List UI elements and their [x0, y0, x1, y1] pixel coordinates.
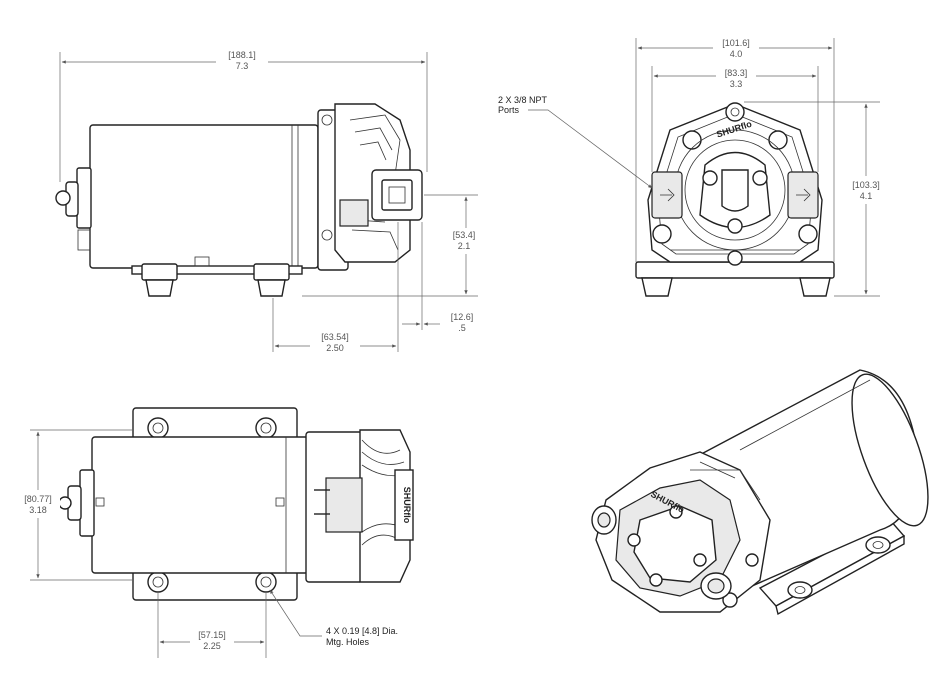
- port-offset-imperial: .5: [458, 323, 466, 333]
- iso-pump-head: SHURflo: [591, 451, 771, 613]
- front-view: SHURflo [101.6] 4.0 [83.3] 3.3 [10: [498, 36, 888, 297]
- dim-port-height: [53.4] 2.1: [302, 194, 484, 297]
- dim-overall-length: [188.1] 7.3: [59, 48, 428, 182]
- port-spacing-imperial: 3.3: [730, 79, 743, 89]
- pump-head: [317, 103, 423, 271]
- dim-hole-to-port: [63.54] 2.50: [272, 222, 399, 354]
- ports-note-line1: 2 X 3/8 NPT: [498, 95, 548, 105]
- brand-mark-top: SHURflo: [402, 487, 412, 524]
- motor-body: [89, 124, 319, 269]
- ports-note: 2 X 3/8 NPT Ports: [498, 95, 653, 189]
- port-height-metric: [53.4]: [453, 230, 476, 240]
- base-width-metric: [80.77]: [24, 494, 52, 504]
- pump-head-top: SHURflo: [305, 429, 414, 583]
- overall-width-metric: [101.6]: [722, 38, 750, 48]
- overall-length-metric: [188.1]: [228, 50, 256, 60]
- holes-note-line1: 4 X 0.19 [4.8] Dia.: [326, 626, 398, 636]
- rear-cap: [76, 167, 92, 229]
- port-height-imperial: 2.1: [458, 241, 471, 251]
- overall-length-imperial: 7.3: [236, 61, 249, 71]
- dim-port-offset: [12.6] .5: [402, 222, 473, 333]
- side-view: [188.1] 7.3 [53.4] 2.1 [63.54] 2.50 [12.…: [55, 48, 484, 354]
- base-width-imperial: 3.18: [29, 505, 47, 515]
- isometric-view: SHURflo: [591, 369, 929, 616]
- port-spacing-metric: [83.3]: [725, 68, 748, 78]
- mounting-feet: [131, 256, 303, 297]
- overall-height-imperial: 4.1: [860, 191, 873, 201]
- dim-overall-height: [103.3] 4.1: [744, 101, 888, 297]
- dim-base-width: [80.77] 3.18: [16, 429, 133, 581]
- dim-hole-spacing: [57.15] 2.25: [157, 592, 267, 658]
- hole-to-port-imperial: 2.50: [326, 343, 344, 353]
- pump-face: SHURflo: [647, 102, 823, 266]
- ports-note-line2: Ports: [498, 105, 520, 115]
- top-view: SHURflo [80.77] 3.18 [57.15] 2.25 4 X 0.…: [16, 407, 414, 658]
- holes-note-line2: Mtg. Holes: [326, 637, 370, 647]
- overall-width-imperial: 4.0: [730, 49, 743, 59]
- dim-port-spacing: [83.3] 3.3: [651, 66, 819, 172]
- hole-to-port-metric: [63.54]: [321, 332, 349, 342]
- holes-note: 4 X 0.19 [4.8] Dia. Mtg. Holes: [269, 589, 398, 647]
- overall-height-metric: [103.3]: [852, 180, 880, 190]
- dim-overall-width: [101.6] 4.0: [635, 36, 835, 262]
- port-offset-metric: [12.6]: [451, 312, 474, 322]
- hole-spacing-metric: [57.15]: [198, 630, 226, 640]
- hole-spacing-imperial: 2.25: [203, 641, 221, 651]
